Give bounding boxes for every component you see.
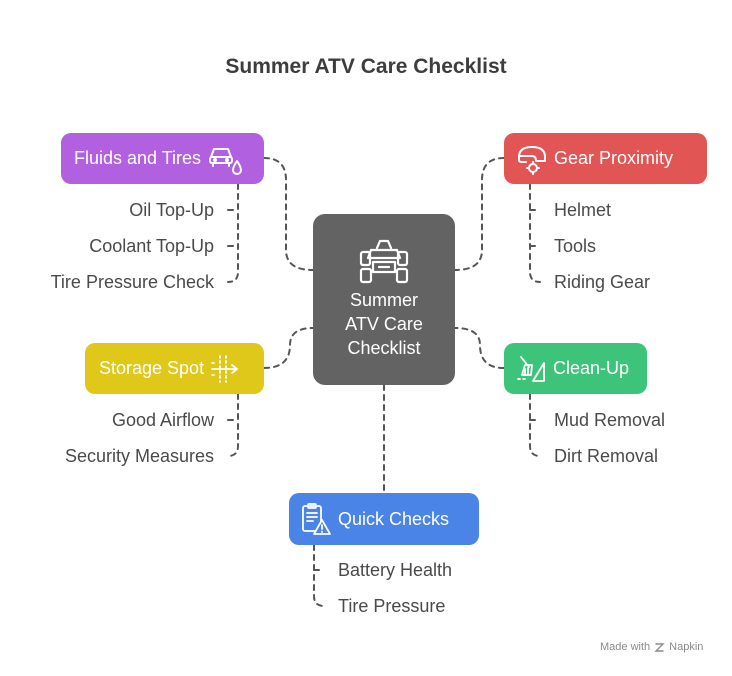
- category-label: Clean-Up: [553, 358, 630, 378]
- connector-gear: [454, 157, 505, 271]
- list-item: Battery Health: [338, 560, 453, 580]
- center-line-2: ATV Care: [345, 314, 423, 334]
- clipboard-warning-icon: [302, 503, 331, 535]
- atv-icon: [359, 239, 409, 284]
- connector-cleanup-items: [529, 393, 541, 457]
- connector-fluids: [263, 157, 314, 271]
- made-with-label: Made with: [600, 641, 651, 653]
- connector-storage: [263, 327, 314, 369]
- list-item: Security Measures: [64, 446, 214, 466]
- broom-icon: [517, 355, 545, 382]
- connector-quick-items: [313, 544, 325, 607]
- category-storage-spot: Storage Spot: [85, 343, 264, 394]
- napkin-brand-label: Napkin: [669, 641, 704, 653]
- center-line-1: Summer: [349, 290, 418, 310]
- list-item: Helmet: [554, 200, 612, 220]
- car-oil-drop-icon: [209, 147, 243, 175]
- list-item: Oil Top-Up: [129, 200, 214, 220]
- category-label: Storage Spot: [99, 358, 205, 378]
- connector-fluids-items: [227, 183, 239, 283]
- diagram-title: Summer ATV Care Checklist: [225, 55, 507, 78]
- made-with-napkin: Made with Napkin: [600, 641, 703, 653]
- list-item: Tire Pressure: [338, 596, 446, 616]
- center-node: Summer ATV Care Checklist: [313, 214, 455, 385]
- center-line-3: Checklist: [347, 338, 421, 358]
- connector-storage-items: [227, 393, 239, 457]
- list-item: Riding Gear: [554, 272, 651, 292]
- airflow-icon: [211, 354, 239, 383]
- category-clean-up: Clean-Up: [504, 343, 647, 394]
- list-item: Good Airflow: [111, 410, 214, 430]
- connector-gear-items: [529, 183, 541, 283]
- category-fluids-and-tires: Fluids and Tires: [61, 133, 264, 184]
- list-item: Tools: [554, 236, 597, 256]
- connector-cleanup: [454, 327, 505, 369]
- category-label: Fluids and Tires: [74, 148, 202, 168]
- category-quick-checks: Quick Checks: [289, 493, 479, 545]
- list-item: Tire Pressure Check: [50, 272, 214, 292]
- category-label: Quick Checks: [338, 508, 450, 529]
- category-gear-proximity: Gear Proximity: [504, 133, 707, 184]
- category-label: Gear Proximity: [554, 148, 674, 168]
- helmet-gear-icon: [518, 145, 546, 175]
- list-item: Mud Removal: [554, 410, 666, 430]
- list-item: Dirt Removal: [554, 446, 659, 466]
- list-item: Coolant Top-Up: [89, 236, 214, 256]
- napkin-logo-icon: [654, 642, 665, 652]
